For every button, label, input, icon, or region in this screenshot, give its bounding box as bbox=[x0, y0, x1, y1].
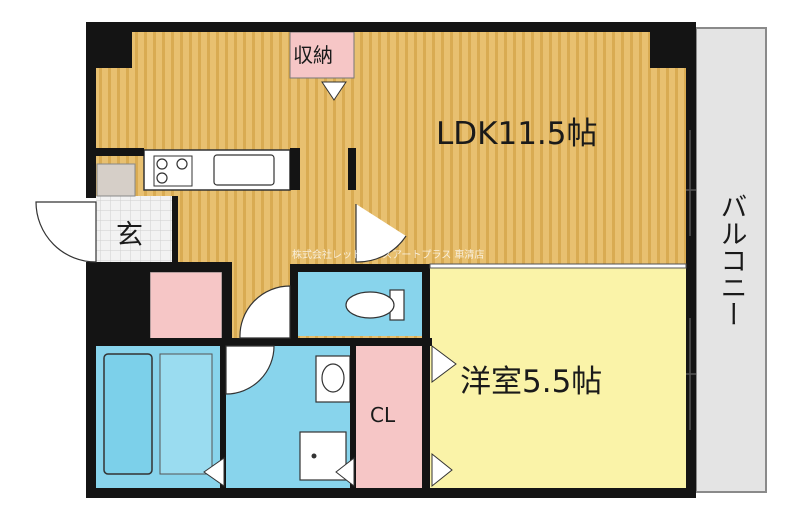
window-marks bbox=[686, 130, 696, 430]
western-room-label: 洋室5.5帖 bbox=[460, 364, 602, 400]
hall-storage bbox=[149, 271, 223, 341]
storage-box bbox=[289, 31, 355, 79]
balcony-label: バルコニー bbox=[716, 193, 747, 328]
shoe-box bbox=[96, 163, 136, 197]
sink-icon bbox=[213, 154, 275, 186]
bathtub-icon bbox=[103, 353, 153, 475]
kitchen-counter bbox=[143, 149, 291, 191]
closet-label: CL bbox=[370, 403, 396, 427]
partition-line bbox=[429, 263, 687, 269]
western-room-floor bbox=[430, 268, 692, 488]
door-swings bbox=[35, 201, 407, 395]
walls bbox=[86, 22, 696, 498]
sliding-door-marks bbox=[203, 81, 457, 488]
toilet-icon bbox=[345, 289, 405, 321]
washbasin-icon bbox=[315, 355, 351, 403]
balcony-area bbox=[695, 27, 767, 493]
watermark-text: 株式会社レッドハウスアートプラス 車清店 bbox=[292, 248, 484, 261]
ldk-label: LDK11.5帖 bbox=[436, 116, 598, 152]
closet-floor bbox=[356, 344, 428, 488]
storage-label: 収納 bbox=[293, 43, 333, 67]
stove-burner-icon bbox=[156, 158, 168, 170]
entrance-label: 玄 bbox=[116, 220, 143, 251]
entrance-floor bbox=[96, 196, 176, 266]
